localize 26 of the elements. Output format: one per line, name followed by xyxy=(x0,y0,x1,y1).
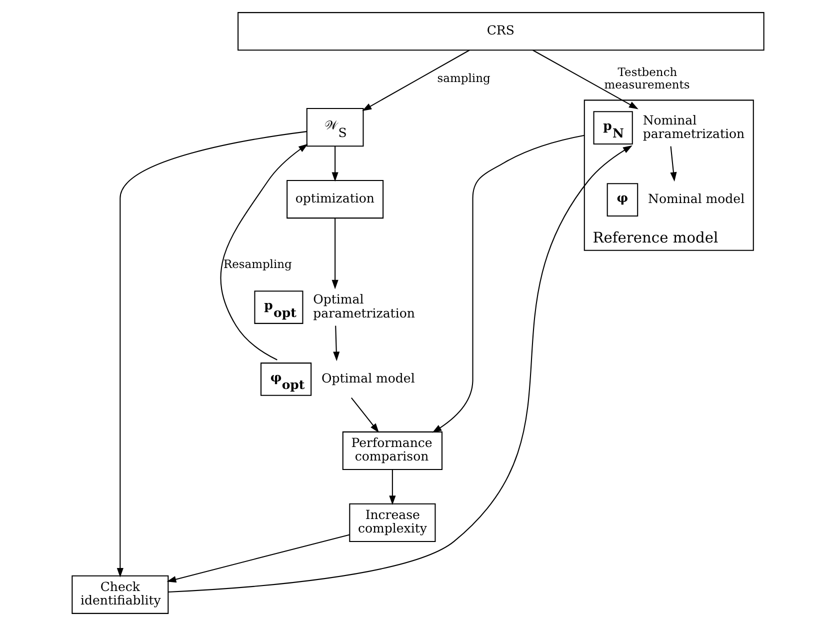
arrow xyxy=(116,131,307,578)
arrow xyxy=(333,326,340,362)
arrow xyxy=(350,397,380,433)
arrow xyxy=(220,144,308,360)
node-label: Optimal model xyxy=(322,370,415,386)
node-box: Check identifiablity xyxy=(72,575,169,614)
arrow xyxy=(389,470,396,506)
node-box: optimization xyxy=(286,180,384,219)
edge-label: sampling xyxy=(437,71,490,86)
node-box: Performance comparison xyxy=(342,431,443,470)
edge-label: Resampling xyxy=(223,256,292,271)
node-box: Increase complexity xyxy=(349,503,436,542)
node-box: CRS xyxy=(238,12,764,51)
node-label: Nominal model xyxy=(648,191,745,206)
arrow xyxy=(432,134,584,433)
arrow xyxy=(332,218,338,290)
arrow xyxy=(166,534,350,583)
arrow xyxy=(670,146,677,182)
arrow xyxy=(168,145,632,592)
arrow xyxy=(332,146,338,182)
arrow xyxy=(532,50,638,110)
node-label: Optimal parametrization xyxy=(313,292,415,320)
node-label: Nominal parametrization xyxy=(642,112,745,141)
edge-label: Testbench measurements xyxy=(604,64,690,92)
arrow xyxy=(362,50,470,111)
node-box: φ xyxy=(606,183,638,216)
